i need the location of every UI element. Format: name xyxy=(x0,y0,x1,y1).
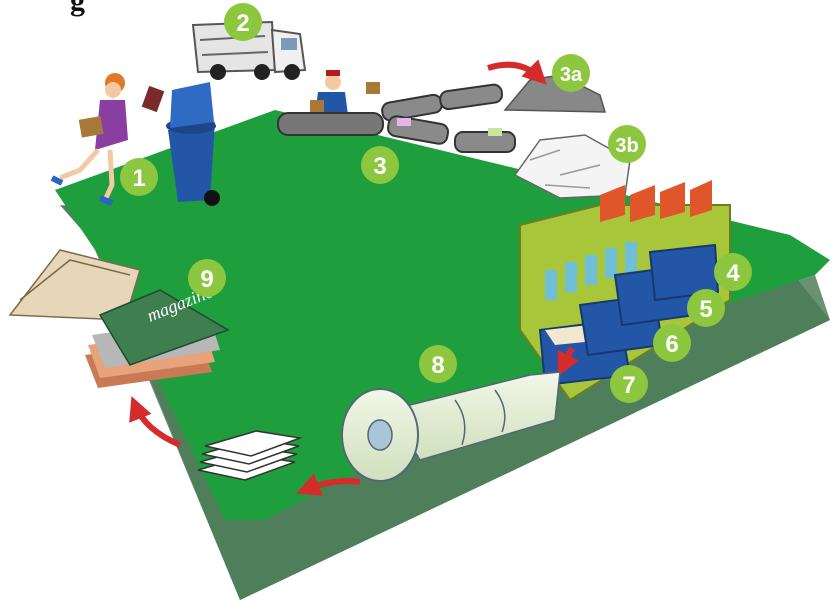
badge-label: 7 xyxy=(622,372,635,399)
badge-label: 5 xyxy=(699,296,712,323)
badge-label: 3 xyxy=(373,153,386,180)
step-badge-2: 2 xyxy=(224,3,262,41)
step-badge-4: 4 xyxy=(714,253,752,291)
badge-label: 3a xyxy=(560,64,583,86)
step-badge-3: 3 xyxy=(361,146,399,184)
step-badge-3b: 3b xyxy=(608,125,646,163)
step-badge-6: 6 xyxy=(653,324,691,362)
badge-label: 9 xyxy=(200,266,213,293)
badge-label: 1 xyxy=(132,165,145,192)
step-badge-3a: 3a xyxy=(552,54,590,92)
step-badge-9: 9 xyxy=(188,259,226,297)
badge-label: 4 xyxy=(726,260,740,287)
badge-label: 2 xyxy=(236,10,249,37)
step-badge-8: 8 xyxy=(419,345,457,383)
sorting-worker xyxy=(310,70,380,115)
badge-label: 6 xyxy=(665,331,678,358)
step-badge-1: 1 xyxy=(120,158,158,196)
badge-label: 8 xyxy=(431,352,444,379)
arrow-to-3a xyxy=(488,65,540,78)
page-heading: g xyxy=(70,0,85,18)
step-badge-7: 7 xyxy=(610,365,648,403)
step-badge-5: 5 xyxy=(687,289,725,327)
badge-label: 3b xyxy=(615,135,638,157)
